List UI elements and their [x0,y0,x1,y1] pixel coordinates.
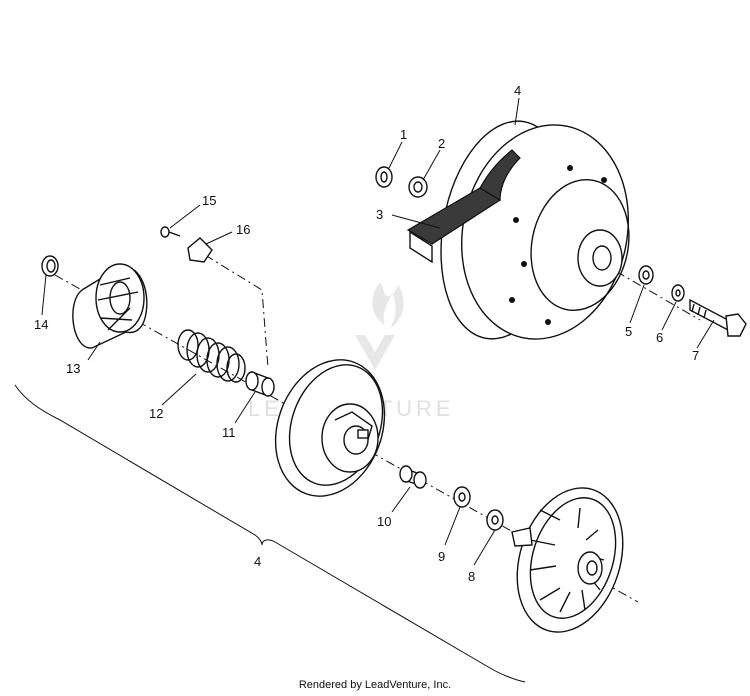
fixed-sheave [511,487,624,633]
callout-8: 8 [468,569,475,584]
spring-part-12 [177,329,246,383]
bushing-part-10 [399,465,427,489]
callout-16: 16 [236,222,250,237]
washer-part-5 [638,265,654,285]
roller-part-16 [187,237,213,263]
callout-10: 10 [377,514,391,529]
callout-4-top: 4 [514,83,521,98]
drive-belt-part-3 [406,149,521,264]
render-credit: Rendered by LeadVenture, Inc. [298,679,452,691]
leader-lines [41,97,715,566]
washer-part-9 [453,486,471,508]
callout-15: 15 [202,193,216,208]
callout-7: 7 [692,348,699,363]
callout-3: 3 [376,207,383,222]
pin-centerline [204,254,269,369]
callout-6: 6 [656,330,663,345]
washer-part-2 [408,176,428,198]
moveable-sheave [274,359,386,497]
callout-4-bracket: 4 [254,554,261,569]
lock-washer-part-6 [671,284,685,302]
callout-11: 11 [222,425,236,440]
callout-2: 2 [438,136,445,151]
callout-5: 5 [625,324,632,339]
drive-pulley [440,120,630,340]
callout-12: 12 [149,406,163,421]
cam-helix-part-13 [72,263,148,349]
assembly-bracket [14,384,526,683]
washer-part-1 [375,166,393,188]
washer-part-8 [486,509,504,531]
callout-14: 14 [34,317,48,332]
callout-13: 13 [66,361,80,376]
callout-labels: 1 2 3 4 5 6 7 8 9 10 11 12 13 14 15 16 4 [34,83,699,584]
callout-9: 9 [438,549,445,564]
callout-1: 1 [400,127,407,142]
snap-ring-part-14 [41,255,59,277]
bushing-part-11 [245,370,275,398]
bolt-part-7 [689,298,747,337]
pin-part-15 [160,226,181,238]
